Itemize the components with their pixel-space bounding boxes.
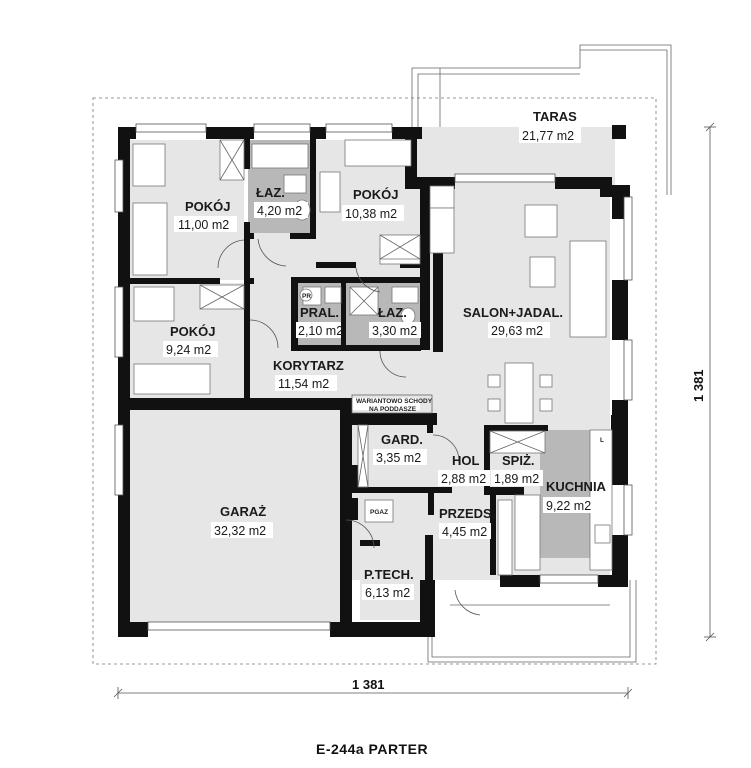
kuchnia-name: KUCHNIA (546, 479, 607, 494)
dimension-vertical: 1 381 (691, 122, 716, 642)
taras-area: 21,77 m2 (522, 129, 574, 143)
taras-name: TARAS (533, 109, 577, 124)
przedsionek-name: PRZEDS. (439, 506, 495, 521)
pokoj2-name: POKÓJ (353, 187, 399, 202)
l-symbol: L (600, 437, 604, 444)
area-boxes (163, 127, 599, 600)
dimension-horizontal: 1 381 (113, 677, 633, 699)
entrance-canopy (427, 580, 637, 663)
pralnia-area: 2,10 m2 (298, 324, 343, 338)
pralnia-name: PRAL. (300, 305, 339, 320)
room-labels: POKÓJ 11,00 m2 ŁAZ. 4,20 m2 POKÓJ 10,38 … (166, 109, 607, 600)
techniczne-name: P.TECH. (364, 567, 414, 582)
korytarz-name: KORYTARZ (273, 358, 344, 373)
roof-outline (92, 97, 657, 665)
garaz-name: GARAŻ (220, 504, 266, 519)
garderoba-name: GARD. (381, 432, 423, 447)
techniczne-area: 6,13 m2 (365, 586, 410, 600)
walls (118, 127, 630, 637)
salon-area: 29,63 m2 (491, 324, 543, 338)
windows (114, 123, 633, 631)
pokoj3-area: 9,24 m2 (166, 343, 211, 357)
lazienka1-area: 4,20 m2 (257, 204, 302, 218)
salon-name: SALON+JADAL. (463, 305, 563, 320)
pgaz-symbol: PGAZ (370, 509, 388, 516)
lazienka1-name: ŁAZ. (256, 185, 285, 200)
symbols: PR PGAZ L WARIANTOWO SCHODY NA PODDASZE (299, 288, 604, 516)
kuchnia-area: 9,22 m2 (546, 499, 591, 513)
pr-symbol: PR (302, 293, 311, 300)
furniture (132, 125, 626, 576)
garderoba-area: 3,35 m2 (376, 451, 421, 465)
pokoj2-area: 10,38 m2 (345, 207, 397, 221)
hol-area: 2,88 m2 (441, 472, 486, 486)
garaz-area: 32,32 m2 (214, 524, 266, 538)
pokoj3-name: POKÓJ (170, 324, 216, 339)
doors (217, 238, 481, 616)
korytarz-area: 11,54 m2 (278, 377, 329, 391)
stairs-note-line2: NA PODDASZE (369, 406, 417, 413)
lazienka2-area: 3,30 m2 (372, 324, 417, 338)
lazienka2-name: ŁAZ. (378, 305, 407, 320)
przedsionek-area: 4,45 m2 (442, 525, 487, 539)
terrace-pergola (411, 44, 672, 195)
dimension-width-label: 1 381 (352, 677, 385, 692)
dimension-depth-label: 1 381 (691, 369, 706, 402)
pokoj1-area: 11,00 m2 (178, 218, 229, 232)
hol-name: HOL (452, 453, 480, 468)
stairs-note-line1: WARIANTOWO SCHODY (356, 398, 433, 405)
spizarnia-area: 1,89 m2 (494, 472, 539, 486)
spizarnia-name: SPIŻ. (502, 453, 535, 468)
pokoj1-name: POKÓJ (185, 199, 231, 214)
plan-title: E-244a PARTER (316, 741, 428, 757)
